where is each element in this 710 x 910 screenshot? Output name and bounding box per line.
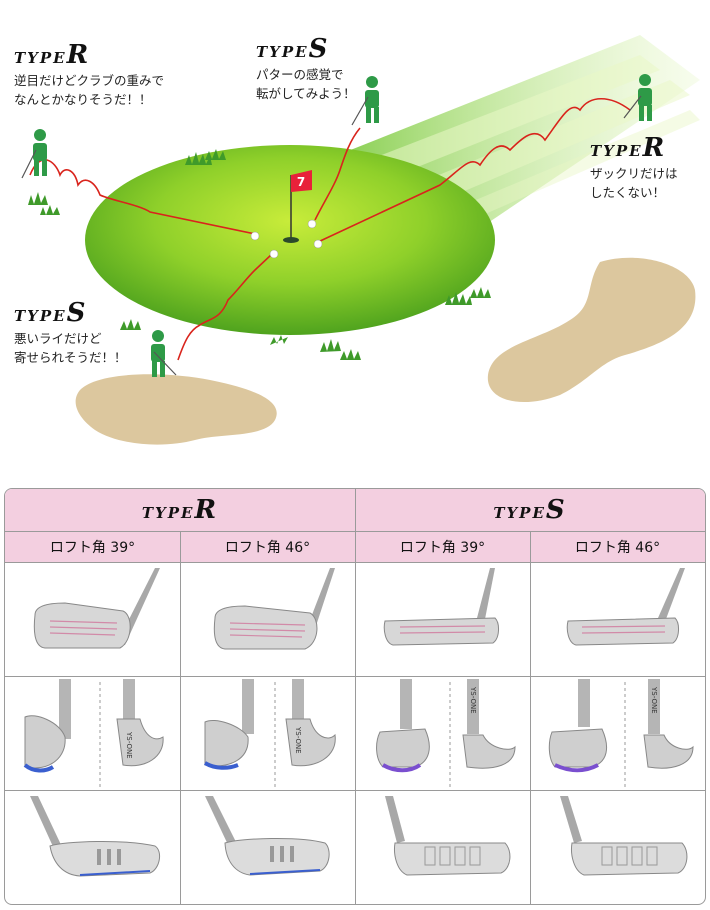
type-s-title: TYPES — [14, 298, 88, 328]
flag-pin: 7 — [283, 170, 312, 243]
type-s-note-line-1: パターの感覚で — [256, 67, 344, 82]
club-face-image-s-46 — [530, 563, 705, 676]
divider — [5, 676, 705, 677]
club-face-image-s-39 — [355, 563, 530, 676]
type-r-title: TYPER — [590, 133, 667, 163]
club-face-image-r-46 — [180, 563, 355, 676]
type-r-callout-right: TYPER ザックリだけは したくない！ — [590, 133, 678, 201]
type-s-callout-left: TYPES 悪いライだけど 寄せられそうだ！！ — [14, 298, 127, 366]
type-s-note-line-2: 転がしてみよう！ — [256, 86, 356, 101]
grass-tufts — [28, 149, 491, 360]
club-sole-image-r-39 — [5, 791, 180, 904]
type-s-note-line-2: 寄せられそうだ！！ — [14, 350, 127, 365]
type-s-title: TYPES — [256, 34, 330, 64]
bunker-left — [75, 374, 277, 445]
shaft-brand-label: YS-ONE — [125, 731, 133, 759]
shaft-brand-label: YS-ONE — [469, 686, 477, 714]
type-r-note-line-1: 逆目だけどクラブの重みで — [14, 73, 165, 88]
golfer-figure-bottom — [151, 330, 177, 377]
golfer-figure-top — [351, 76, 379, 126]
divider — [180, 532, 181, 904]
loft-header-s-46: ロフト角 46° — [574, 540, 661, 556]
club-comparison-table: TYPER TYPES ロフト角 39° ロフト角 46° ロフト角 39° ロ… — [4, 488, 706, 905]
loft-header-r-39: ロフト角 39° — [49, 540, 136, 556]
club-side-image-s-39: YS-ONE — [355, 677, 530, 790]
type-r-header: TYPER — [141, 495, 219, 525]
bunker-right — [487, 257, 696, 403]
type-s-note-line-1: 悪いライだけど — [14, 331, 102, 346]
club-side-image-s-46: YS-ONE — [530, 677, 705, 790]
shaft-brand-label: YS-ONE — [294, 726, 302, 754]
club-sole-image-s-46 — [530, 791, 705, 904]
type-r-callout-left: TYPER 逆目だけどクラブの重みで なんとかなりそうだ！！ — [14, 40, 164, 108]
golf-balls — [250, 219, 323, 259]
type-r-note-line-1: ザックリだけは — [590, 166, 678, 181]
divider — [355, 489, 356, 904]
flag-number: 7 — [297, 175, 305, 189]
club-side-image-r-39: YS-ONE — [5, 677, 180, 790]
club-side-image-r-46: YS-ONE — [180, 677, 355, 790]
type-s-callout-top: TYPES パターの感覚で 転がしてみよう！ — [256, 34, 356, 102]
ball-trajectories — [29, 97, 631, 361]
divider — [5, 790, 705, 791]
shaft-brand-label: YS-ONE — [650, 686, 658, 714]
club-sole-image-s-39 — [355, 791, 530, 904]
type-r-title: TYPER — [14, 40, 91, 70]
loft-header-r-46: ロフト角 46° — [224, 540, 311, 556]
divider — [530, 532, 531, 904]
club-face-image-r-39 — [5, 563, 180, 676]
type-r-note-line-2: したくない！ — [590, 185, 666, 200]
type-r-note-line-2: なんとかなりそうだ！！ — [14, 92, 152, 107]
golfer-figure-right — [623, 74, 652, 121]
golfer-figure-left — [21, 129, 47, 179]
golf-scene-illustration: 7 — [21, 35, 700, 445]
loft-header-s-39: ロフト角 39° — [399, 540, 486, 556]
type-s-header: TYPES — [493, 495, 567, 525]
club-sole-image-r-46 — [180, 791, 355, 904]
